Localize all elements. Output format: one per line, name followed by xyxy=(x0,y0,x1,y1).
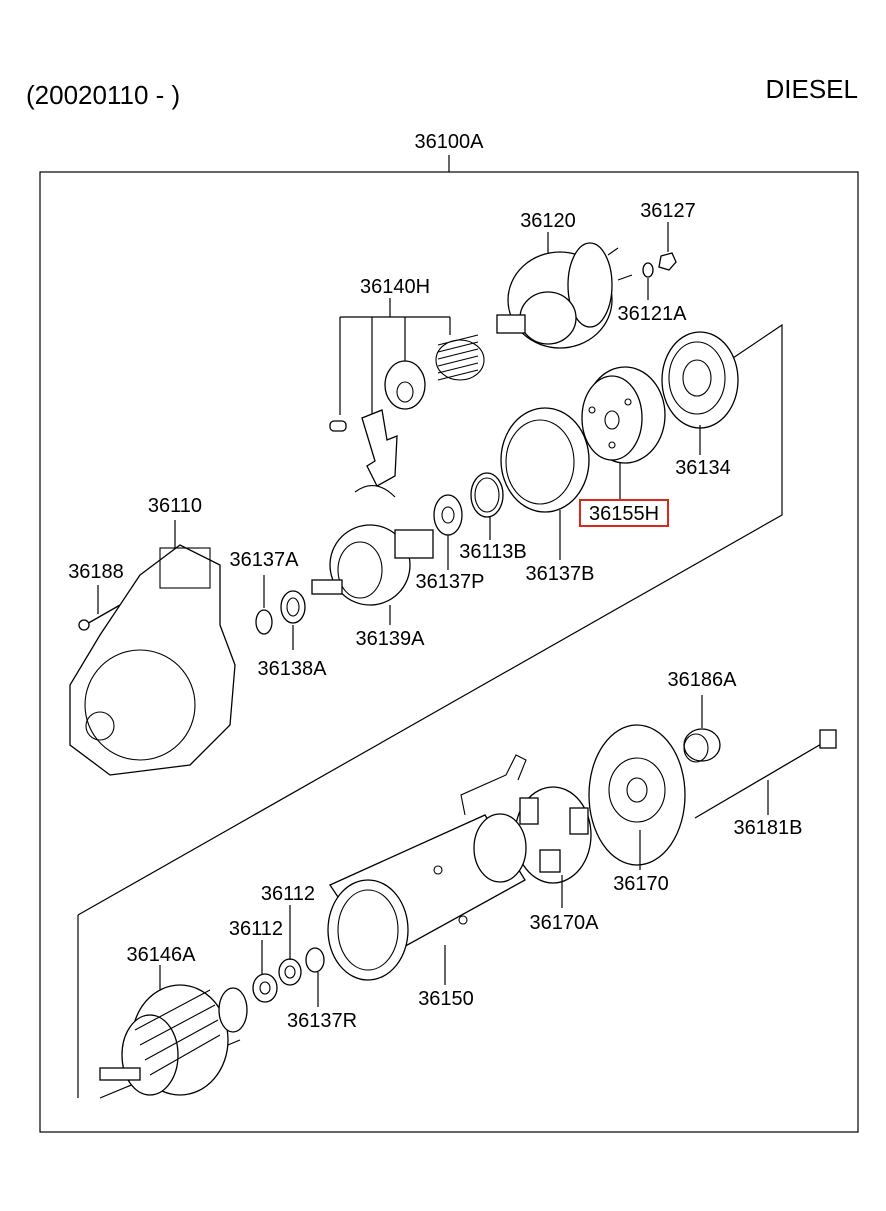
part-label-36181B: 36181B xyxy=(734,817,803,839)
engine-type-label: DIESEL xyxy=(765,74,859,104)
assembly-code-label: 36100A xyxy=(415,131,485,153)
bolt-part[interactable] xyxy=(78,604,121,631)
part-label-36186A: 36186A xyxy=(668,669,738,691)
part-label-36137B: 36137B xyxy=(526,563,595,585)
washer-b-part[interactable] xyxy=(278,958,302,986)
pinion-clutch-part[interactable] xyxy=(311,524,434,606)
rear-bracket-part[interactable] xyxy=(588,724,686,866)
part-label-36155H: 36155H xyxy=(589,503,659,525)
plunger-bushing-part[interactable] xyxy=(384,360,426,410)
part-label-36170: 36170 xyxy=(613,873,669,895)
part-label-36150: 36150 xyxy=(418,988,474,1010)
part-label-36139A: 36139A xyxy=(356,628,426,650)
part-label-36112-lower: 36112 xyxy=(229,918,283,940)
armature-part[interactable] xyxy=(99,984,248,1096)
part-label-36170A: 36170A xyxy=(530,912,600,934)
part-label-36137P: 36137P xyxy=(416,571,485,593)
part-label-36127: 36127 xyxy=(640,200,696,222)
shift-lever-part[interactable] xyxy=(354,409,398,498)
thrust-washer-part[interactable] xyxy=(433,494,463,536)
yoke-part[interactable] xyxy=(327,754,527,981)
part-label-36110: 36110 xyxy=(148,495,202,517)
snap-ring-part[interactable] xyxy=(305,947,325,973)
pin-part[interactable] xyxy=(329,420,347,432)
part-label-36137A: 36137A xyxy=(230,549,300,571)
highlight-box xyxy=(579,499,669,527)
front-housing-part[interactable] xyxy=(69,544,236,776)
part-label-36121A: 36121A xyxy=(618,303,688,325)
part-label-36138A: 36138A xyxy=(258,658,328,680)
washer-part[interactable] xyxy=(642,262,654,278)
o-ring-part[interactable] xyxy=(470,472,504,518)
part-label-36188: 36188 xyxy=(68,561,124,583)
washer-a-part[interactable] xyxy=(252,973,278,1003)
through-bolt-part[interactable] xyxy=(694,729,837,819)
date-range-label: (20020110 - ) xyxy=(26,80,181,110)
circlip-part[interactable] xyxy=(255,609,273,635)
upper-boundary xyxy=(77,323,783,916)
shim-ring-part[interactable] xyxy=(500,407,590,513)
part-label-36140H: 36140H xyxy=(360,276,430,298)
bushing-part[interactable] xyxy=(683,728,721,763)
gear-housing-part[interactable] xyxy=(581,366,666,464)
part-label-36120: 36120 xyxy=(520,210,576,232)
spring-part[interactable] xyxy=(435,334,485,381)
nut-part[interactable] xyxy=(658,252,677,271)
part-label-36137R: 36137R xyxy=(287,1010,357,1032)
solenoid-part[interactable] xyxy=(496,242,633,349)
part-label-36112-upper: 36112 xyxy=(261,883,315,905)
end-cover-part[interactable] xyxy=(661,331,739,429)
part-label-36146A: 36146A xyxy=(127,944,197,966)
part-label-36113B: 36113B xyxy=(459,541,526,563)
stop-collar-part[interactable] xyxy=(280,590,306,624)
brush-holder-part[interactable] xyxy=(514,786,592,884)
part-label-36134: 36134 xyxy=(675,457,731,479)
